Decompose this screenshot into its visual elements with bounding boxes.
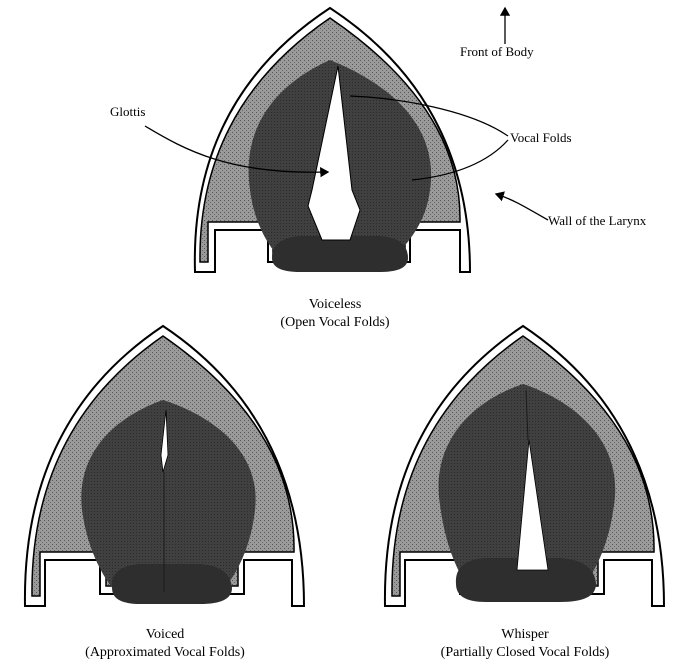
wall-arrow <box>496 194 548 220</box>
larynx-voiceless <box>195 8 470 272</box>
larynx-voiced <box>25 326 304 606</box>
vocal-folds-label: Vocal Folds <box>510 130 572 146</box>
voiced-caption-sub: (Approximated Vocal Folds) <box>45 644 285 661</box>
voiced-caption-title: Voiced <box>90 626 240 643</box>
voiceless-caption-sub: (Open Vocal Folds) <box>250 314 420 331</box>
front-of-body-label: Front of Body <box>460 44 534 60</box>
whisper-caption-title: Whisper <box>460 626 590 643</box>
voiceless-caption-title: Voiceless <box>270 296 400 313</box>
whisper-caption-sub: (Partially Closed Vocal Folds) <box>395 644 655 661</box>
larynx-whisper <box>385 326 664 606</box>
wall-of-larynx-label: Wall of the Larynx <box>548 213 646 229</box>
glottis-label: Glottis <box>110 104 145 120</box>
